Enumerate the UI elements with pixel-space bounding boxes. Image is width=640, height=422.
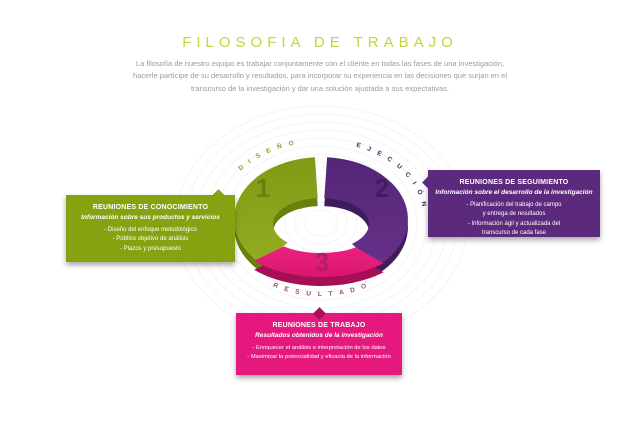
box-item: - Público objetivo de análisis (112, 236, 189, 243)
box-reuniones-trabajo: REUNIONES DE TRABAJO Resultados obtenido… (236, 307, 402, 375)
box-title: REUNIONES DE SEGUIMIENTO (459, 179, 569, 186)
box-item: - Planificación del trabajo de campo (466, 202, 562, 208)
intro-line: La filosofía de nuestro equipo es trabaj… (135, 59, 505, 68)
segment-number-3: 3 (315, 247, 329, 277)
page-title: FILOSOFIA DE TRABAJO (182, 34, 458, 52)
box-title: REUNIONES DE TRABAJO (272, 322, 366, 329)
box-item: - Maximizar la potencialidad y eficacia … (247, 353, 391, 360)
box-items: - Diseño del enfoque metodológico - Públ… (66, 226, 235, 254)
intro-line: transcurso de la investigación y dar una… (190, 83, 450, 93)
segment-number-1: 1 (256, 173, 270, 203)
box-title: REUNIONES DE CONOCIMIENTO (92, 204, 209, 211)
segment-number-2: 2 (375, 173, 389, 203)
box-subtitle: Resultados obtenidos de la investigación (255, 332, 383, 339)
box-reuniones-seguimiento: REUNIONES DE SEGUIMIENTO Información sob… (422, 170, 600, 238)
intro-line: hacerle partícipe de su desarrollo y res… (133, 71, 507, 81)
box-item: - Diseño del enfoque metodológico (104, 227, 197, 233)
box-subtitle: Información sobre el desarrollo de la in… (435, 189, 593, 196)
box-item: - Enriquecer el análisis e interpretació… (252, 345, 386, 351)
donut-segment-diseno (234, 157, 318, 264)
box-items: - Planificación del trabajo de campo y e… (428, 201, 600, 238)
donut-segment-ejecucion (324, 157, 408, 267)
box-reuniones-conocimiento: REUNIONES DE CONOCIMIENTO Información so… (66, 189, 235, 262)
donut-segment-resultado (254, 246, 384, 277)
intro-paragraph: La filosofía de nuestro equipo es trabaj… (0, 58, 640, 95)
box-item: y entrega de resultados (482, 211, 546, 218)
box-item: - Información ágil y actualizada del (467, 220, 561, 227)
box-subtitle: Información sobre sus productos y servic… (81, 214, 220, 221)
box-items: - Enriquecer el análisis e interpretació… (236, 344, 402, 362)
box-item: - Plazos y presupuesto (119, 245, 182, 252)
box-item: transcurso de cada fase (481, 229, 547, 236)
